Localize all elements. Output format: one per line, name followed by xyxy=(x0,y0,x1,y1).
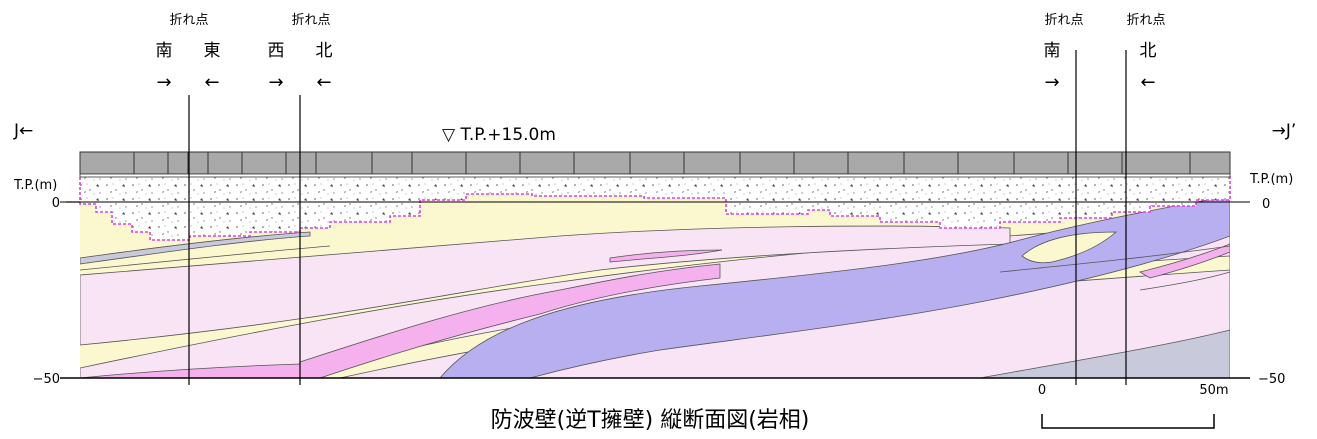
scale-bar-end: 50m xyxy=(1199,383,1228,398)
break-point-4-arrow: ← xyxy=(1140,72,1155,93)
pink-layer-middle xyxy=(299,263,721,378)
left-tick-minus50: −50 xyxy=(33,372,60,387)
break-point-1: 折れ点 南 東 → ← xyxy=(156,13,221,93)
break-point-4-label: 折れ点 xyxy=(1126,13,1165,28)
left-axis-unit: T.P.(m) xyxy=(13,178,57,193)
water-level-label: ▽ T.P.+15.0m xyxy=(442,125,556,145)
break-point-2-left-arrow: → xyxy=(268,72,283,93)
break-point-4-dir: 北 xyxy=(1140,41,1157,61)
reference-lines xyxy=(60,201,1250,379)
seawall xyxy=(79,151,1231,178)
right-tick-minus50: −50 xyxy=(1258,372,1285,387)
break-point-1-label: 折れ点 xyxy=(169,13,208,28)
left-end-label: J← xyxy=(13,121,33,141)
break-point-2-right-arrow: ← xyxy=(316,72,331,93)
break-point-2-right-dir: 北 xyxy=(316,41,333,61)
break-point-2-label: 折れ点 xyxy=(291,13,330,28)
break-point-1-left-arrow: → xyxy=(156,72,171,93)
left-tick-zero: 0 xyxy=(52,196,60,211)
break-point-3: 折れ点 南 → xyxy=(1044,13,1084,93)
break-point-4: 折れ点 北 ← xyxy=(1126,13,1165,93)
right-axis-unit: T.P.(m) xyxy=(1249,172,1293,187)
break-point-1-right-arrow: ← xyxy=(204,72,219,93)
break-point-3-dir: 南 xyxy=(1044,41,1061,61)
yellow-lens xyxy=(1021,231,1118,264)
break-point-2: 折れ点 西 北 → ← xyxy=(268,13,333,93)
right-tick-zero: 0 xyxy=(1262,197,1270,212)
break-point-1-right-dir: 東 xyxy=(204,41,221,61)
pink-lens-right xyxy=(1138,243,1230,279)
break-point-3-arrow: → xyxy=(1044,72,1059,93)
gray-streak xyxy=(80,231,311,265)
break-point-2-left-dir: 西 xyxy=(268,41,285,61)
break-point-lines xyxy=(188,50,1127,385)
diagram-title: 防波壁(逆T擁壁) 縦断面図(岩相) xyxy=(491,408,810,433)
right-end-label: →J’ xyxy=(1272,121,1297,141)
scale-bar-start: 0 xyxy=(1038,383,1046,398)
pink-layer-bottom xyxy=(80,363,301,378)
fill-layer xyxy=(79,175,1231,241)
break-point-1-left-dir: 南 xyxy=(156,41,173,61)
pink-lens xyxy=(609,249,723,263)
break-point-3-label: 折れ点 xyxy=(1044,13,1083,28)
gray-layer-bottom xyxy=(979,329,1230,378)
scale-bar: 0 50m xyxy=(1038,383,1229,429)
